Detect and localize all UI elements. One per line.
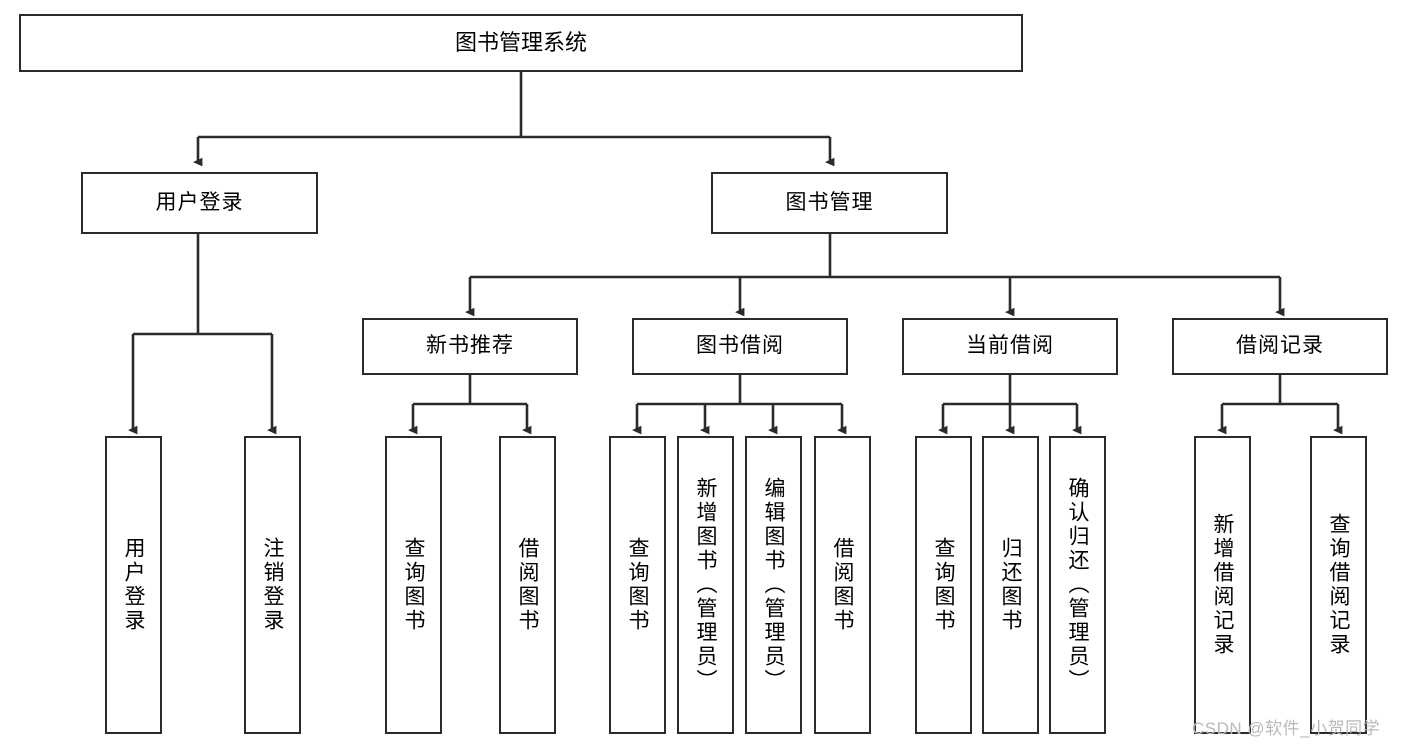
leaf-query-book-new-recommend[interactable]: 查询图书 (385, 436, 442, 734)
node-label: 查询图书 (402, 537, 425, 633)
node-label: 归还图书 (999, 537, 1022, 633)
node-label: 新增图书（管理员） (694, 477, 717, 693)
leaf-return-book[interactable]: 归还图书 (982, 436, 1039, 734)
node-label: 新增借阅记录 (1211, 513, 1234, 657)
leaf-user-logout[interactable]: 注销登录 (244, 436, 301, 734)
node-label: 用户登录 (122, 537, 145, 633)
node-book-management-system[interactable]: 图书管理系统 (19, 14, 1023, 72)
node-book-borrow[interactable]: 图书借阅 (632, 318, 848, 375)
leaf-query-borrow-record[interactable]: 查询借阅记录 (1310, 436, 1367, 734)
leaf-add-borrow-record[interactable]: 新增借阅记录 (1194, 436, 1251, 734)
leaf-borrow-book-borrow[interactable]: 借阅图书 (814, 436, 871, 734)
node-current-borrow[interactable]: 当前借阅 (902, 318, 1118, 375)
node-label: 图书管理系统 (454, 30, 587, 56)
node-label: 图书借阅 (696, 334, 784, 358)
node-label: 编辑图书（管理员） (762, 477, 785, 693)
node-label: 用户登录 (155, 190, 244, 214)
leaf-borrow-book-new-recommend[interactable]: 借阅图书 (499, 436, 556, 734)
leaf-query-book-current[interactable]: 查询图书 (915, 436, 972, 734)
leaf-edit-book-admin[interactable]: 编辑图书（管理员） (745, 436, 802, 734)
leaf-user-login[interactable]: 用户登录 (105, 436, 162, 734)
node-label: 借阅图书 (516, 537, 539, 633)
node-label: 图书管理 (785, 190, 874, 214)
node-book-management[interactable]: 图书管理 (711, 172, 948, 234)
node-label: 查询借阅记录 (1327, 513, 1350, 657)
node-label: 借阅图书 (831, 537, 854, 633)
leaf-query-book-borrow[interactable]: 查询图书 (609, 436, 666, 734)
node-user-login[interactable]: 用户登录 (81, 172, 318, 234)
node-label: 查询图书 (626, 537, 649, 633)
node-label: 新书推荐 (426, 334, 514, 358)
node-borrow-record[interactable]: 借阅记录 (1172, 318, 1388, 375)
leaf-add-book-admin[interactable]: 新增图书（管理员） (677, 436, 734, 734)
node-label: 确认归还（管理员） (1066, 477, 1089, 693)
node-label: 借阅记录 (1236, 334, 1324, 358)
node-new-book-recommend[interactable]: 新书推荐 (362, 318, 578, 375)
watermark-csdn: CSDN @软件_小贺同学 (1192, 719, 1381, 738)
leaf-confirm-return-admin[interactable]: 确认归还（管理员） (1049, 436, 1106, 734)
node-label: 注销登录 (261, 537, 284, 633)
node-label: 查询图书 (932, 537, 955, 633)
node-label: 当前借阅 (966, 334, 1054, 358)
